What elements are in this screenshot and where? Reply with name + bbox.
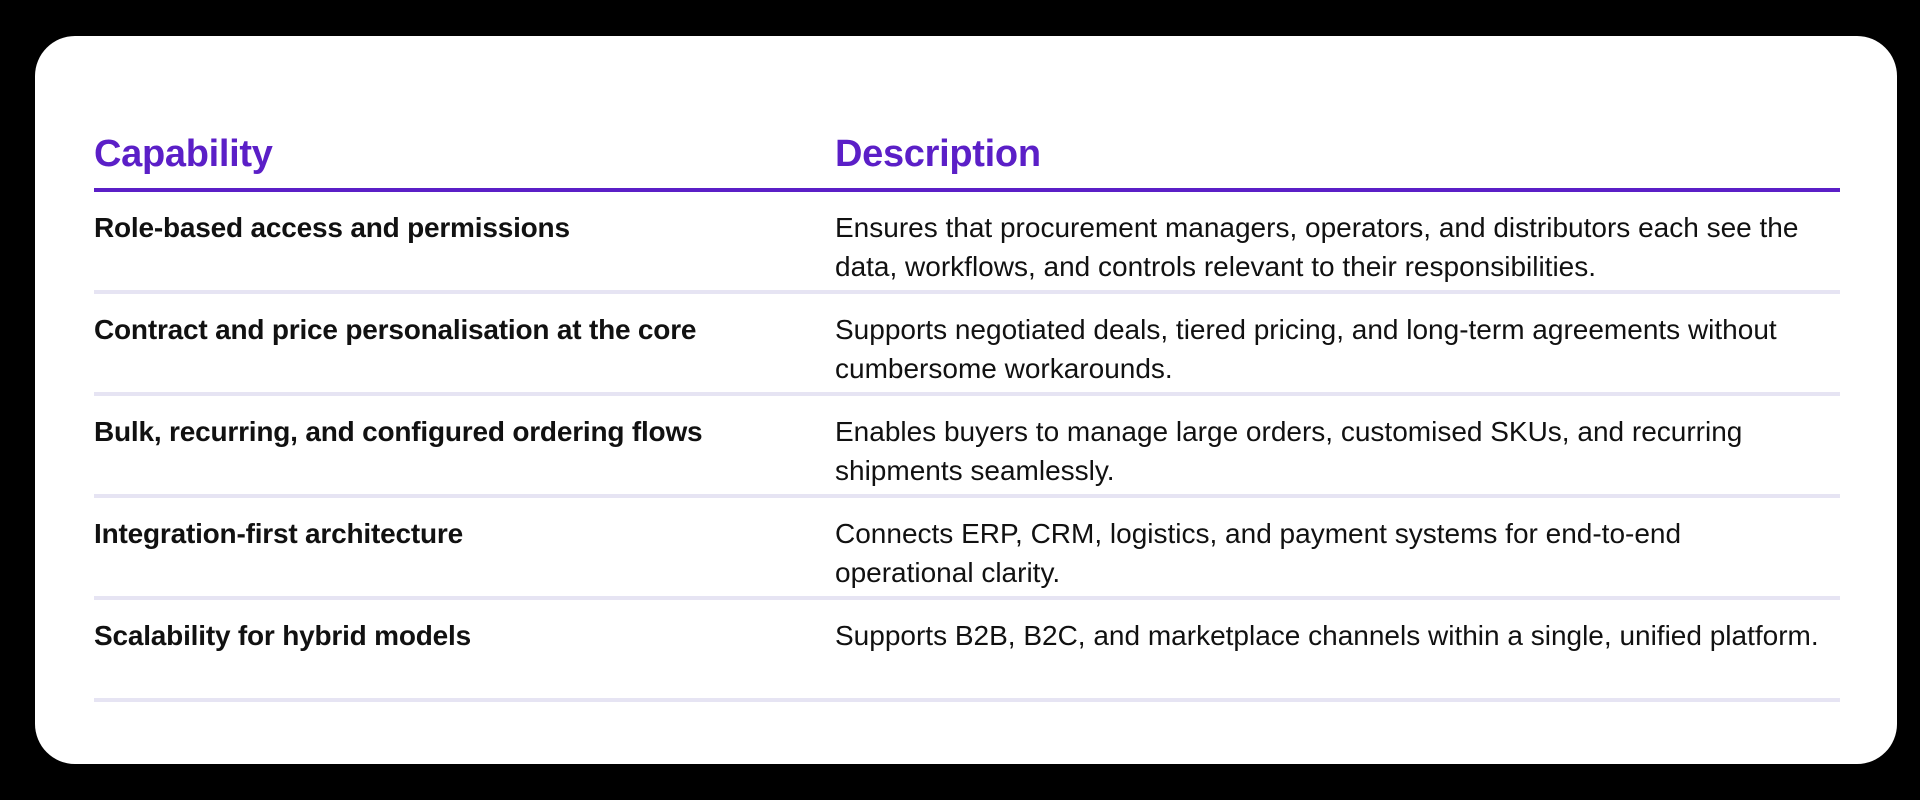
table-row: Scalability for hybrid models Supports B… [94, 600, 1840, 702]
description-cell: Connects ERP, CRM, logistics, and paymen… [835, 518, 1682, 588]
capability-cell: Bulk, recurring, and configured ordering… [94, 416, 703, 447]
table-row: Role-based access and permissions Ensure… [94, 192, 1840, 294]
table-row: Contract and price personalisation at th… [94, 294, 1840, 396]
description-cell: Ensures that procurement managers, opera… [835, 212, 1799, 282]
capability-cell: Role-based access and permissions [94, 212, 570, 243]
description-cell: Supports negotiated deals, tiered pricin… [835, 314, 1777, 384]
table-row: Integration-first architecture Connects … [94, 498, 1840, 600]
capability-table: Capability Description Role-based access… [94, 94, 1840, 702]
description-cell: Supports B2B, B2C, and marketplace chann… [835, 620, 1819, 651]
capability-cell: Scalability for hybrid models [94, 620, 471, 651]
table-row: Bulk, recurring, and configured ordering… [94, 396, 1840, 498]
content-card: Capability Description Role-based access… [35, 36, 1897, 764]
capability-cell: Contract and price personalisation at th… [94, 314, 697, 345]
capability-cell: Integration-first architecture [94, 518, 463, 549]
header-description: Description [835, 133, 1041, 175]
header-capability: Capability [94, 133, 273, 175]
table-header-row: Capability Description [94, 94, 1840, 192]
description-cell: Enables buyers to manage large orders, c… [835, 416, 1743, 486]
